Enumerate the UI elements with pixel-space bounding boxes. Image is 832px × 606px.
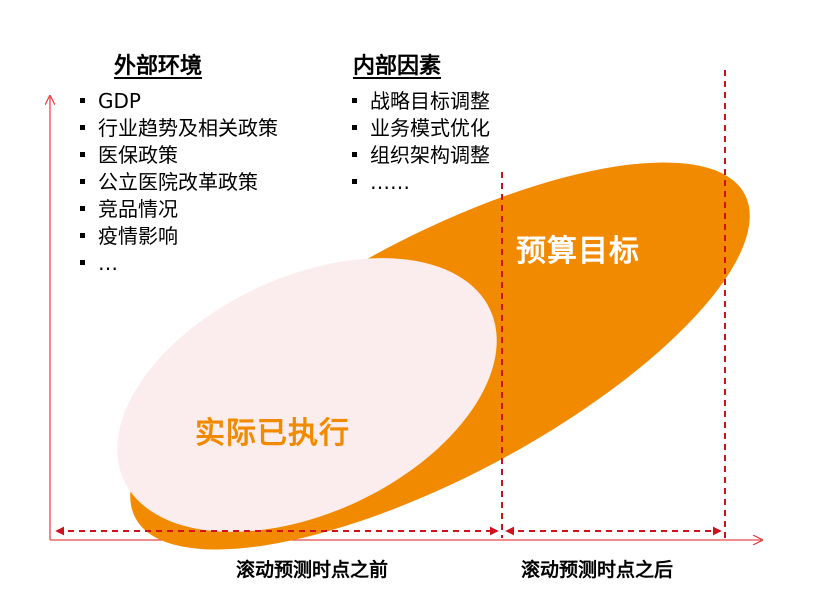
external-factor-item: … [80,250,278,277]
actual-executed-ellipse [117,258,497,532]
internal-factor-item: …… [352,169,490,196]
external-factor-item: 疫情影响 [80,223,278,250]
before-forecast-label: 滚动预测时点之前 [236,559,389,581]
internal-factors-heading: 内部因素 [353,54,442,79]
budget-target-label: 预算目标 [516,234,640,269]
external-environment-heading: 外部环境 [114,54,203,79]
external-factor-list: GDP 行业趋势及相关政策 医保政策 公立医院改革政策 竞品情况 疫情影响 … [80,88,278,277]
external-factor-item: GDP [80,88,278,115]
actual-executed-label: 实际已执行 [195,416,350,451]
internal-factor-item: 业务模式优化 [352,115,490,142]
internal-factor-list: 战略目标调整 业务模式优化 组织架构调整 …… [352,88,490,196]
external-factor-item: 行业趋势及相关政策 [80,115,278,142]
internal-factor-item: 组织架构调整 [352,142,490,169]
internal-factor-item: 战略目标调整 [352,88,490,115]
external-factor-item: 竞品情况 [80,196,278,223]
external-factor-item: 医保政策 [80,142,278,169]
after-forecast-label: 滚动预测时点之后 [521,559,674,581]
external-factor-item: 公立医院改革政策 [80,169,278,196]
